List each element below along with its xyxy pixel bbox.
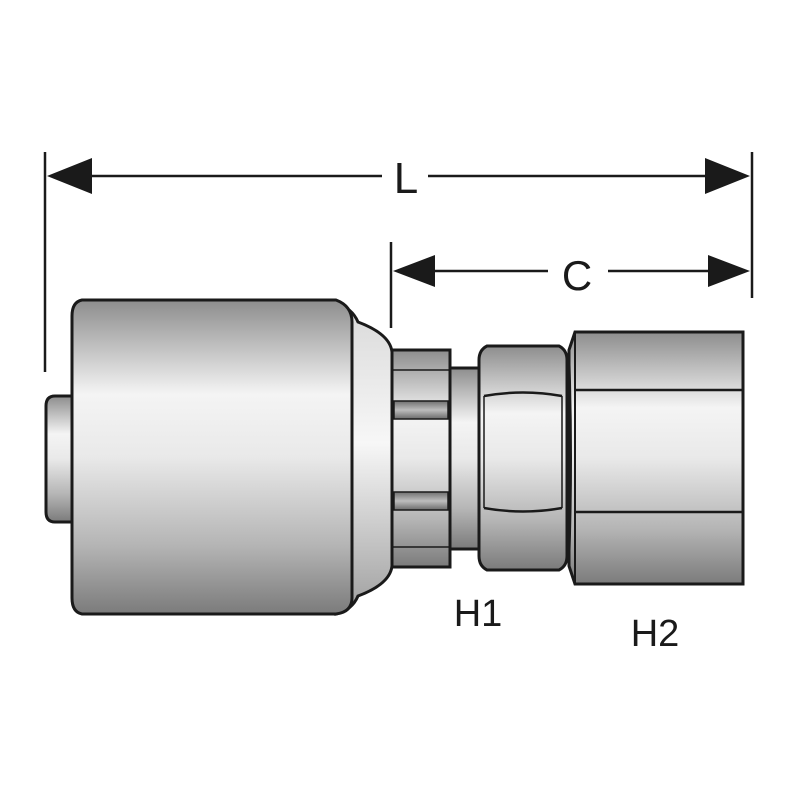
dimension-arrow-C-left [393, 255, 435, 287]
hex-nut-1 [477, 344, 569, 572]
label-L: L [394, 154, 418, 203]
neck [448, 366, 482, 551]
hex-nut-2 [567, 330, 745, 586]
hose-stem [44, 394, 74, 524]
ferrule-shell [70, 298, 394, 616]
collar [390, 348, 452, 569]
label-H1: H1 [454, 593, 503, 635]
dimension-arrow-L-left [47, 158, 92, 194]
dimension-C: C [389, 242, 750, 328]
dimension-arrow-C-right [708, 255, 750, 287]
dimension-L: L [43, 152, 754, 372]
label-H2: H2 [631, 613, 680, 655]
dimension-arrow-L-right [705, 158, 750, 194]
label-C: C [562, 252, 592, 299]
